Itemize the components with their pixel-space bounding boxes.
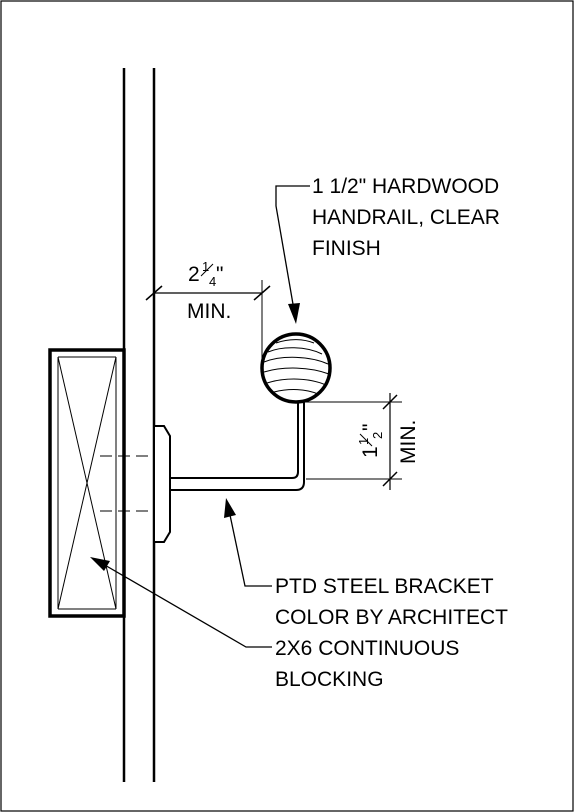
height-dim-fraction-bar — [359, 433, 373, 447]
height-dim-numerator: 1 — [356, 438, 371, 445]
handrail-note-line3: FINISH — [312, 237, 381, 260]
blocking-leader — [90, 557, 272, 648]
hardwood-handrail-section — [260, 332, 332, 404]
clearance-dim-denominator: 4 — [209, 274, 216, 289]
bracket-note-line2: COLOR BY ARCHITECT — [275, 606, 508, 629]
handrail-note-line2: HANDRAIL, CLEAR — [312, 206, 500, 229]
clearance-dim-inch-mark: " — [216, 263, 223, 286]
height-dim-inch-mark: " — [359, 424, 382, 431]
height-dim-whole: 1 — [359, 446, 382, 458]
clearance-dimension — [145, 280, 271, 366]
height-dim-note: MIN. — [397, 420, 420, 464]
clearance-dim-numerator: 1 — [202, 259, 209, 274]
handrail-note-line1: 1 1/2" HARDWOOD — [312, 175, 499, 198]
blocking-note-line1: 2X6 CONTINUOUS — [275, 637, 459, 660]
height-dimension — [305, 393, 402, 490]
bracket-leader — [224, 498, 272, 587]
bracket-note-line1: PTD STEEL BRACKET — [275, 575, 494, 598]
steel-bracket-arm — [169, 399, 305, 491]
height-dim-label: 1 1 2 " — [356, 424, 385, 458]
bracket-wall-flange — [153, 425, 171, 543]
blocking-2x6 — [48, 348, 126, 618]
clearance-dim-whole: 2 — [188, 263, 200, 286]
handrail-leader — [275, 185, 310, 324]
clearance-dim-fraction-bar — [200, 263, 214, 277]
clearance-dim-note: MIN. — [187, 300, 231, 323]
blocking-note-line2: BLOCKING — [275, 668, 384, 691]
height-dim-denominator: 2 — [370, 432, 385, 439]
